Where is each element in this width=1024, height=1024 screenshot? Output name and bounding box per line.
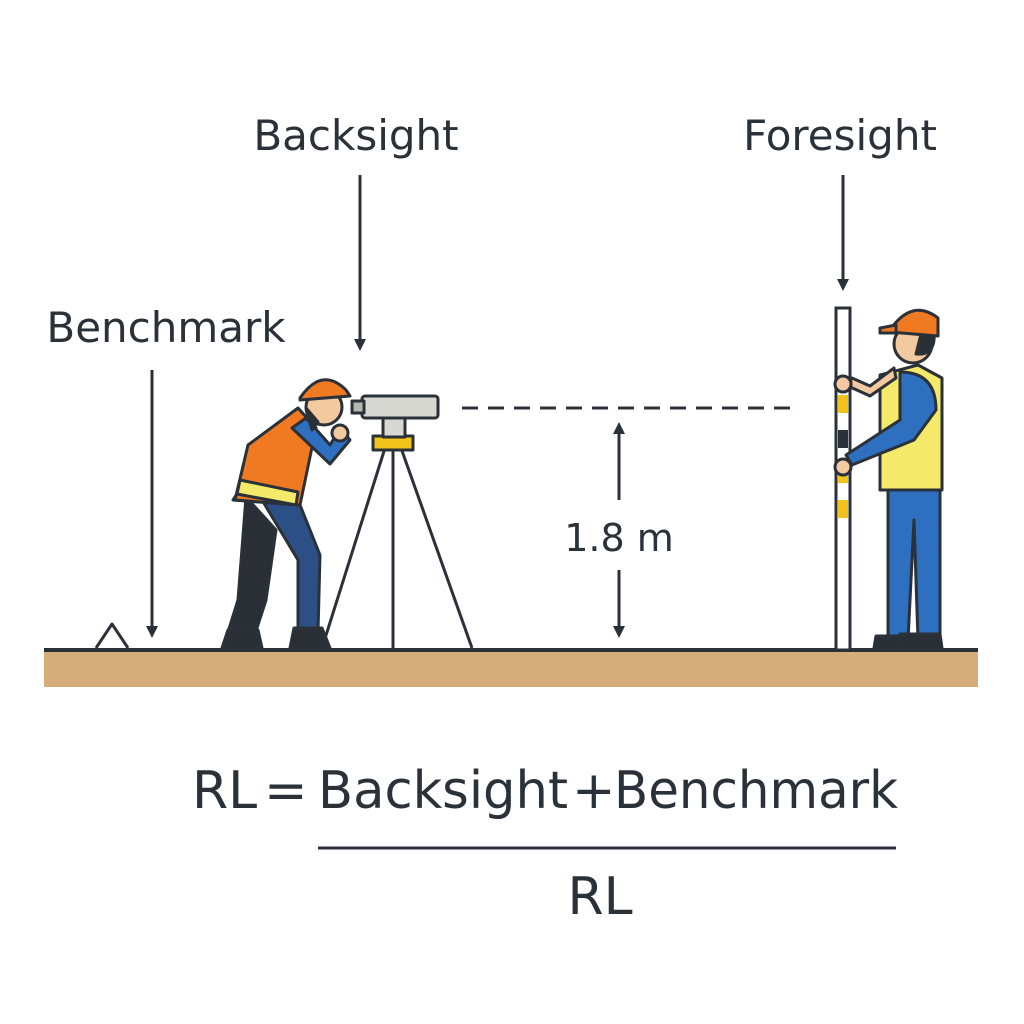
formula-denominator: RL bbox=[567, 867, 632, 927]
benchmark-marker-icon bbox=[94, 622, 130, 649]
formula-plus: + bbox=[572, 761, 616, 821]
formula-equals: = bbox=[264, 761, 308, 821]
rl-formula: RL = Backsight + Benchmark RL bbox=[192, 761, 898, 927]
backsight-label: Backsight bbox=[253, 111, 458, 160]
level-instrument-icon bbox=[320, 394, 474, 649]
formula-term-benchmark: Benchmark bbox=[614, 761, 898, 821]
formula-lhs: RL bbox=[192, 761, 257, 821]
instrument-height-label: 1.8 m bbox=[564, 516, 674, 560]
foresight-label: Foresight bbox=[743, 111, 937, 160]
surveyor-instrument-operator-icon bbox=[220, 378, 352, 650]
surveyor-staff-holder-icon bbox=[833, 308, 944, 650]
leveling-staff-icon bbox=[834, 306, 852, 652]
formula-term-backsight: Backsight bbox=[318, 761, 568, 821]
benchmark-label: Benchmark bbox=[46, 303, 286, 352]
ground-strip bbox=[44, 650, 978, 687]
